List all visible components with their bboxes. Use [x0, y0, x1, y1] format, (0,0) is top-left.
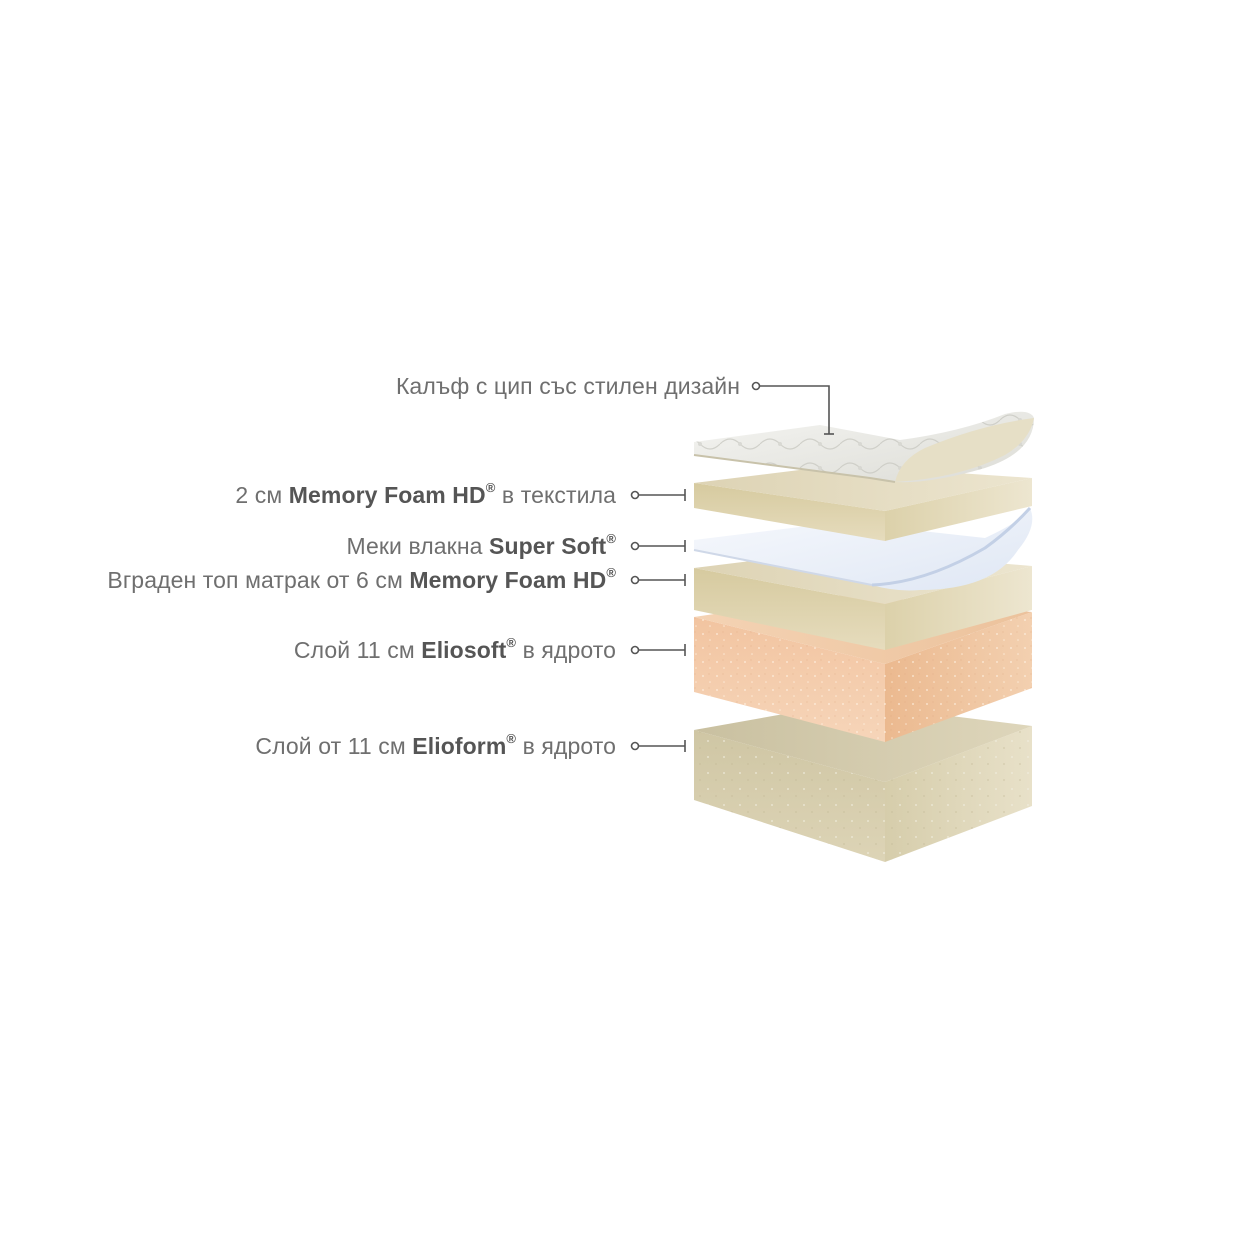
label-memory-2cm-bold: Memory Foam HD	[288, 482, 486, 508]
label-eliosoft: Слой 11 см Eliosoft® в ядрото	[293, 635, 616, 664]
leader-topper-6cm	[630, 574, 686, 586]
label-memory-2cm-post: в текстила	[495, 482, 616, 508]
label-elioform: Слой от 11 см Elioform® в ядрото	[255, 731, 616, 760]
label-topper-6cm-pre: Вграден топ матрак от 6 см	[107, 567, 410, 593]
label-elioform-bold: Elioform	[412, 733, 507, 759]
leader-elioform	[630, 740, 686, 752]
label-topper-6cm-mark: ®	[606, 565, 616, 580]
label-topper-6cm: Вграден топ матрак от 6 см Memory Foam H…	[107, 565, 616, 594]
label-super-soft-mark: ®	[606, 531, 616, 546]
elioform-layer	[694, 703, 1032, 862]
super-soft-fiber-layer	[693, 506, 1033, 591]
leader-lines	[630, 381, 834, 752]
label-memory-foam-2cm: 2 см Memory Foam HD® в текстила	[235, 480, 616, 509]
leader-super-soft	[630, 540, 686, 552]
label-eliosoft-post: в ядрото	[516, 637, 616, 663]
label-topper-6cm-bold: Memory Foam HD	[409, 567, 607, 593]
label-elioform-post: в ядрото	[516, 733, 616, 759]
label-eliosoft-mark: ®	[506, 635, 517, 650]
label-super-soft-pre: Меки влакна	[346, 533, 490, 559]
leader-memory-2cm	[630, 489, 686, 501]
label-eliosoft-bold: Eliosoft	[421, 637, 507, 663]
zip-cover-layer	[693, 411, 1034, 483]
label-elioform-pre: Слой от 11 см	[255, 733, 413, 759]
label-memory-2cm-mark: ®	[485, 480, 496, 495]
label-cover-text: Калъф с цип със стилен дизайн	[395, 373, 740, 399]
label-super-soft: Меки влакна Super Soft®	[346, 531, 616, 560]
leader-eliosoft	[630, 644, 686, 656]
leader-cover	[751, 381, 834, 435]
label-eliosoft-pre: Слой 11 см	[293, 637, 422, 663]
label-super-soft-bold: Super Soft	[489, 533, 607, 559]
label-cover: Калъф с цип със стилен дизайн	[396, 373, 740, 400]
label-elioform-mark: ®	[506, 731, 517, 746]
label-memory-2cm-pre: 2 см	[235, 482, 289, 508]
